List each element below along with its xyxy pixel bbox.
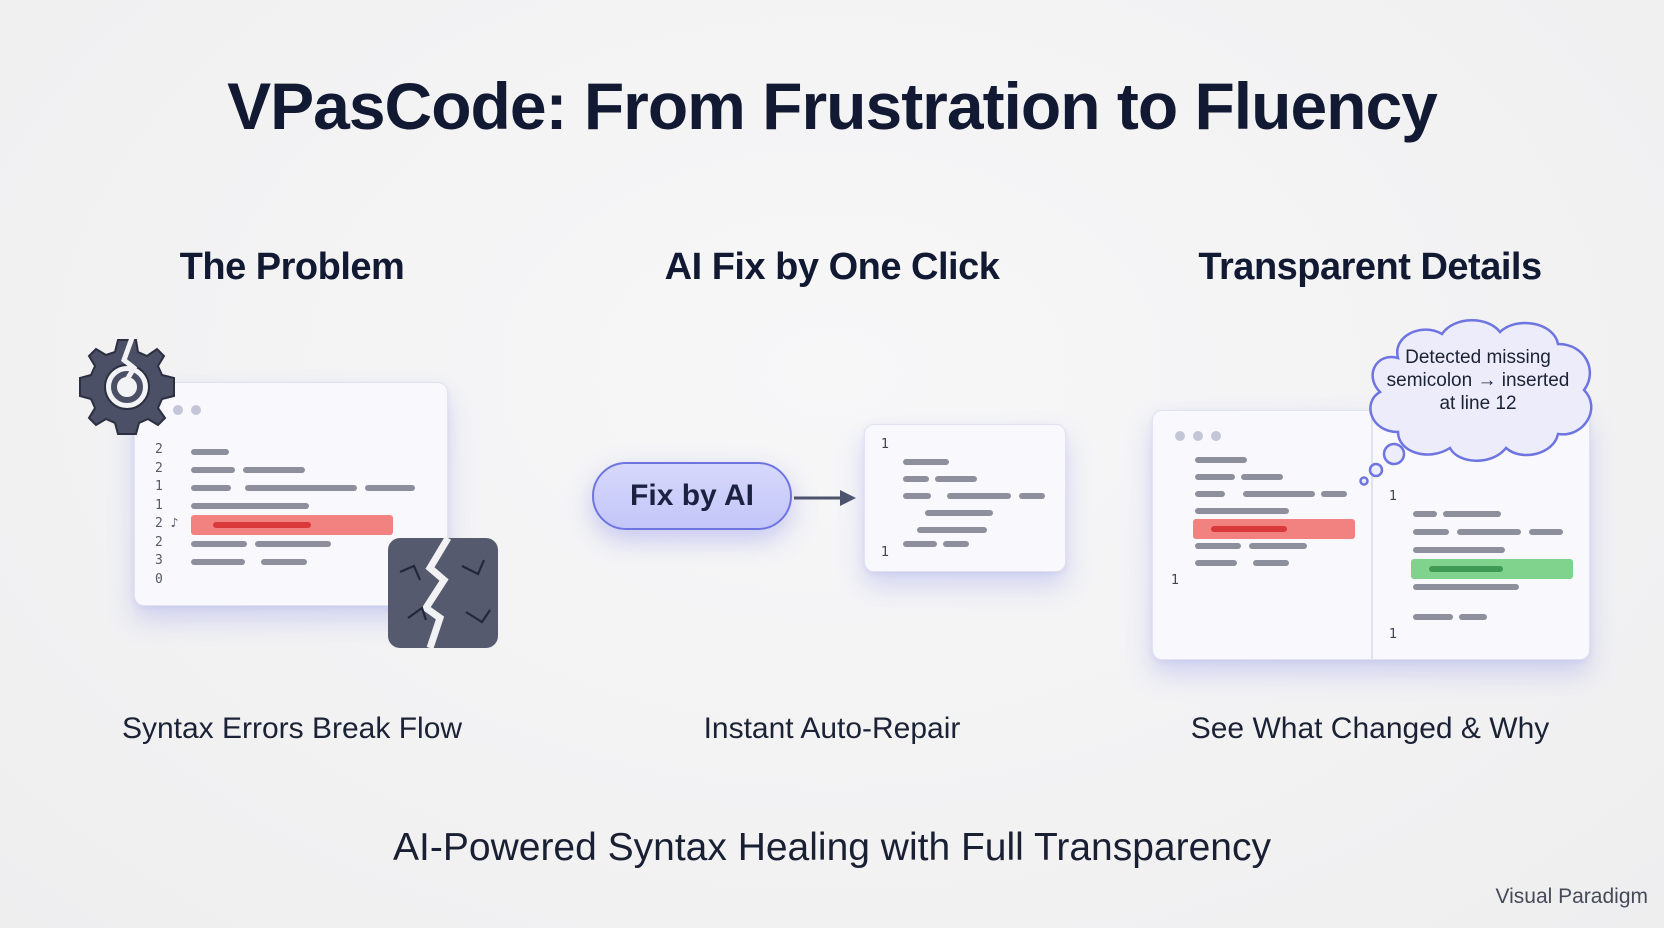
page-title: VPasCode: From Frustration to Fluency — [227, 69, 1438, 143]
thought-bubble-text: Detected missing semicolon → inserted at… — [1386, 347, 1570, 414]
error-highlight — [1193, 519, 1355, 539]
window-dots — [173, 405, 201, 415]
broken-gear-icon — [79, 337, 175, 435]
thought-bubble-icon — [1359, 319, 1593, 486]
arrow-right-icon — [794, 490, 856, 506]
broken-code-window: 2 2 1 1 2 ♪ 2 3 0 — [134, 382, 448, 606]
cracked-block-icon — [388, 536, 498, 650]
problem-caption: Syntax Errors Break Flow — [121, 712, 463, 745]
window-dots — [1175, 431, 1221, 441]
fix-highlight — [1411, 559, 1573, 579]
details-caption: See What Changed & Why — [1190, 712, 1550, 745]
problem-heading: The Problem — [179, 246, 405, 288]
fixed-code-window: 1 1 — [864, 424, 1066, 572]
details-heading: Transparent Details — [1198, 246, 1542, 288]
line-gutter: 2 2 1 1 2 ♪ 2 3 0 — [155, 442, 179, 587]
watermark: Visual Paradigm — [1495, 885, 1648, 908]
ai-fix-heading: AI Fix by One Click — [664, 246, 1000, 288]
tagline: AI-Powered Syntax Healing with Full Tran… — [393, 826, 1271, 869]
fix-by-ai-button[interactable]: Fix by AI — [592, 462, 792, 530]
ai-fix-caption: Instant Auto-Repair — [703, 712, 961, 745]
error-highlight — [191, 515, 393, 535]
